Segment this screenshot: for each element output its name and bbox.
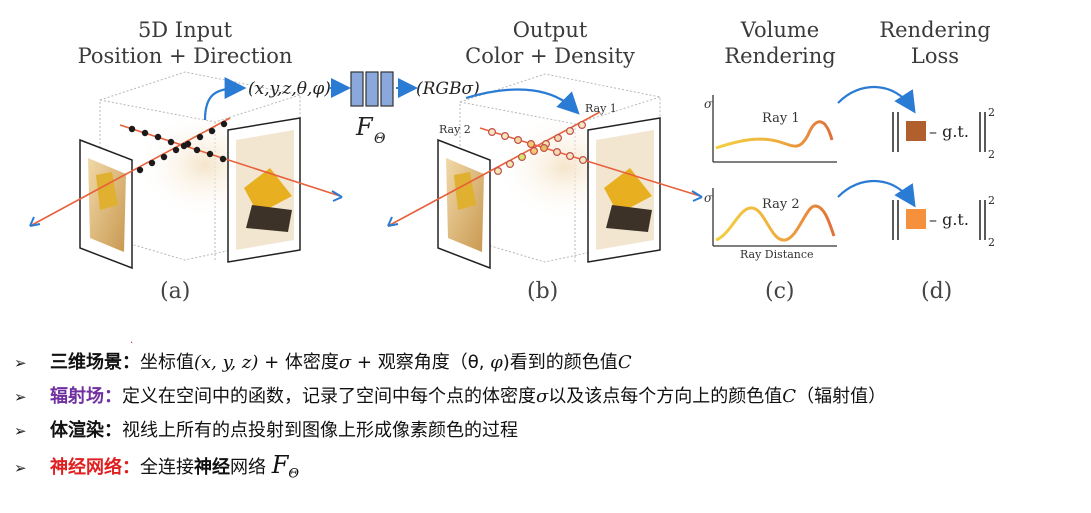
bullet-marker: ➢ (14, 388, 27, 406)
bullet-text: 网络 (230, 457, 272, 478)
bullet-math: F (271, 451, 289, 479)
network-label: F (355, 113, 374, 141)
bullet-text: （辐射值） (796, 386, 887, 407)
panel-b-ray-samples (488, 120, 587, 176)
panel-label-d: (d) (921, 279, 953, 304)
panel-b-ray2-label: Ray 2 (439, 123, 471, 136)
heading-loss-line1: Rendering (879, 18, 991, 42)
bullet-math: C (782, 386, 797, 407)
ray2-plot-title: Ray 2 (762, 197, 800, 212)
stray-dot: · (130, 338, 134, 349)
bullet-list: ➢三维场景：坐标值(x, y, z) + 体密度σ + 观察角度（θ, φ)看到… (14, 346, 1089, 482)
heading-volume-line2: Rendering (724, 44, 836, 68)
bullet-key: 辐射场： (50, 386, 122, 407)
bullet-neural-network: ➢ 神经网络：全连接神经网络 FΘ (14, 448, 1089, 482)
bullet-key: 神经网络： (50, 457, 140, 478)
nerf-diagram: (x,y,z,θ,φ) F Θ (RGBσ) (29, 71, 995, 270)
ray2-norm-sub: 2 (988, 236, 995, 249)
panel-c-ray1-plot: σ Ray 1 (704, 95, 837, 163)
panel-c-ray2-plot: σ Ray 2 Ray Distance (704, 188, 837, 261)
loss-term-ray2: – g.t. 2 2 (892, 194, 995, 249)
ray1-gt-label: – g.t. (929, 122, 969, 141)
bullet-math: (x, y, z) (194, 352, 259, 373)
bullet-text: )看到的颜色值 (502, 352, 618, 373)
panel-b-right-image (587, 117, 661, 263)
ray1-norm-sub: 2 (988, 148, 995, 161)
heading-output-line1: Output (512, 18, 588, 42)
panel-label-c: (c) (765, 279, 795, 304)
bullet-text: 以及该点每个方向上的颜色值 (548, 386, 783, 407)
ray2-density-curve (715, 204, 836, 242)
bullet-math: C (617, 352, 632, 373)
input-tuple: (x,y,z,θ,φ) (248, 79, 331, 99)
network-label-sub: Θ (374, 131, 386, 147)
bullet-bold-text: 神经 (194, 457, 230, 478)
bullet-3d-scene: ➢ 三维场景：坐标值(x, y, z) + 体密度σ + 观察角度（θ, φ)看到… (14, 346, 1089, 380)
bullet-marker: ➢ (14, 422, 27, 440)
ray2-norm-sup: 2 (988, 194, 995, 207)
panel-label-b: (b) (527, 279, 559, 304)
heading-volume-rendering: Volume Rendering (710, 17, 850, 69)
bullet-math: σ (536, 386, 549, 407)
panel-b-left-image (437, 138, 491, 270)
heading-input-line1: 5D Input (137, 18, 233, 42)
heading-output: Output Color + Density (440, 17, 660, 69)
heading-loss-line2: Loss (910, 44, 960, 68)
panel-a-left-image (79, 138, 133, 270)
panel-b-ray1-label: Ray 1 (585, 102, 617, 115)
panel-a-right-image (227, 117, 301, 263)
ray1-to-loss-arrow (837, 86, 916, 114)
panel-label-a: (a) (160, 279, 191, 304)
bullet-text: + 观察角度（θ, (351, 352, 491, 373)
network-block (350, 71, 394, 107)
panel-b-scene: Ray 1 Ray 2 (387, 73, 703, 270)
bullet-text: 定义在空间中的函数，记录了空间中每个点的体密度 (122, 386, 536, 407)
bullet-key: 体渲染： (50, 420, 122, 441)
ray2-pixel-patch (906, 209, 926, 229)
ray1-pixel-patch (906, 121, 926, 141)
panel-a-ray-samples (128, 120, 228, 174)
bullet-math: σ (338, 352, 352, 373)
heading-rendering-loss: Rendering Loss (865, 17, 1005, 69)
panel-a-ray-2-arrowhead (331, 190, 343, 202)
bullet-key: 三维场景： (50, 352, 140, 373)
ray2-sigma-label: σ (704, 191, 713, 205)
loss-term-ray1: – g.t. 2 2 (892, 106, 995, 161)
bullet-math-sub: Θ (288, 466, 300, 482)
heading-output-line2: Color + Density (465, 44, 635, 68)
bullet-text: + 体密度 (258, 352, 339, 373)
ray2-to-loss-arrow (837, 180, 916, 208)
output-tuple: (RGBσ) (416, 79, 480, 99)
panel-a-ray-1 (29, 117, 231, 227)
panel-b-ray-2-arrowhead (691, 190, 703, 202)
ray1-density-curve (715, 120, 834, 150)
bullet-math: φ (490, 352, 503, 373)
heading-input: 5D Input Position + Direction (60, 17, 310, 69)
panel-b-ray-1 (387, 111, 601, 227)
heading-input-line2: Position + Direction (77, 44, 293, 68)
bullet-text: 全连接 (140, 457, 194, 478)
output-to-panel-b-arrow (465, 88, 580, 115)
heading-volume-line1: Volume (740, 18, 820, 42)
panel-a-scene (29, 71, 343, 270)
ray1-sigma-label: σ (704, 97, 713, 111)
ray-distance-label: Ray Distance (740, 248, 814, 261)
bullet-marker: ➢ (14, 459, 27, 477)
panel-b-ray-1-arrowhead (387, 216, 399, 227)
ray2-gt-label: – g.t. (929, 210, 969, 229)
bullet-text: 坐标值 (140, 352, 194, 373)
ray1-norm-sup: 2 (988, 106, 995, 119)
panel-a-ray-1-arrowhead (29, 216, 41, 227)
panel-a-to-input-arrow (203, 77, 247, 121)
bullet-text: 视线上所有的点投射到图像上形成像素颜色的过程 (122, 420, 518, 441)
ray1-plot-title: Ray 1 (762, 111, 800, 126)
bullet-volume-rendering: ➢ 体渲染：视线上所有的点投射到图像上形成像素颜色的过程 (14, 414, 1089, 448)
bullet-radiance-field: ➢ 辐射场：定义在空间中的函数，记录了空间中每个点的体密度σ以及该点每个方向上的颜… (14, 380, 1089, 414)
bullet-marker: ➢ (14, 354, 27, 372)
